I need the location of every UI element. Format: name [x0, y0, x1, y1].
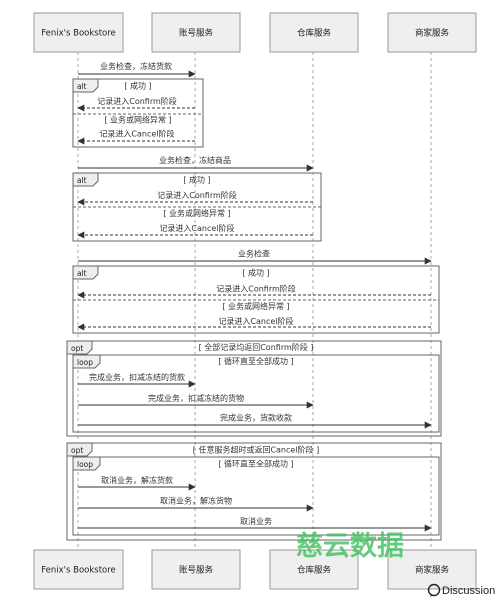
- opt-guard-cancel: [ 任意服务超时或返回Cancel阶段 ]: [193, 445, 319, 455]
- participant-label: 仓库服务: [297, 565, 332, 576]
- participant-label: 账号服务: [179, 565, 214, 576]
- participant-label: 仓库服务: [297, 28, 332, 39]
- message-account-confirm: 记录进入Confirm阶段: [77, 96, 195, 112]
- message-label: 记录进入Cancel阶段: [159, 223, 234, 233]
- message-cancel-goods: 取消业务，解冻货物: [78, 496, 314, 512]
- message-freeze-goods: 业务检查，冻结商品: [78, 155, 314, 172]
- loop-guard: [ 循环直至全部成功 ]: [218, 459, 293, 469]
- alt-frame-tag: alt: [77, 82, 87, 91]
- participant-top-account: 账号服务: [151, 12, 241, 53]
- message-label: 业务检查，冻结商品: [159, 155, 231, 165]
- message-warehouse-cancel: 记录进入Cancel阶段: [77, 223, 313, 239]
- loop-frame-tag: loop: [77, 358, 93, 367]
- message-label: 取消业务: [240, 516, 272, 526]
- participant-label: Fenix's Bookstore: [41, 566, 116, 576]
- alt-frame-warehouse: alt [ 成功 ] [ 业务或网络异常 ]: [72, 172, 322, 242]
- participant-top-merchant: 商家服务: [387, 12, 477, 53]
- message-label: 记录进入Confirm阶段: [157, 190, 237, 200]
- participant-bottom-warehouse: 仓库服务: [269, 549, 359, 590]
- participant-label: 商家服务: [415, 565, 450, 576]
- message-freeze-payment: 业务检查，冻结货款: [78, 61, 196, 78]
- loop-guard: [ 循环直至全部成功 ]: [218, 356, 293, 366]
- message-complete-merchant: 完成业务，货款收款: [78, 413, 432, 429]
- alt-guard-success: [ 成功 ]: [242, 268, 269, 278]
- alt-frame-tag: alt: [77, 176, 87, 185]
- loop-frame-cancel: loop [ 循环直至全部成功 ]: [72, 456, 440, 536]
- alt-guard-success: [ 成功 ]: [183, 175, 210, 185]
- participant-bottom-account: 账号服务: [151, 549, 241, 590]
- message-label: 记录进入Cancel阶段: [99, 129, 174, 139]
- discussion-icon: [427, 583, 441, 597]
- message-label: 取消业务，解冻货款: [101, 475, 173, 485]
- message-label: 记录进入Confirm阶段: [216, 284, 296, 294]
- opt-frame-cancel: opt [ 任意服务超时或返回Cancel阶段 ]: [66, 442, 442, 541]
- message-merchant-cancel: 记录进入Cancel阶段: [77, 316, 431, 331]
- message-label: 业务检查，冻结货款: [100, 61, 172, 71]
- participant-bottom-merchant: 商家服务: [387, 549, 477, 590]
- alt-frame-merchant: alt [ 成功 ] [ 业务或网络异常 ]: [72, 265, 440, 334]
- message-label: 记录进入Cancel阶段: [218, 316, 293, 326]
- alt-guard-exception: [ 业务或网络异常 ]: [222, 301, 289, 311]
- participant-bottom-bookstore: Fenix's Bookstore: [33, 549, 124, 590]
- participant-top-bookstore: Fenix's Bookstore: [33, 12, 124, 53]
- message-label: 业务检查: [238, 249, 270, 259]
- message-label: 完成业务，扣减冻结的货款: [89, 372, 185, 382]
- participant-label: 账号服务: [179, 28, 214, 39]
- opt-guard-confirm: [ 全部记录均返回Confirm阶段 ]: [199, 342, 314, 352]
- discussion-link[interactable]: Discussion: [427, 583, 496, 598]
- loop-frame-confirm: loop [ 循环直至全部成功 ]: [72, 354, 440, 433]
- discussion-label[interactable]: Discussion: [442, 585, 495, 597]
- opt-frame-confirm: opt [ 全部记录均返回Confirm阶段 ]: [66, 340, 442, 437]
- alt-frame-account: alt [ 成功 ] [ 业务或网络异常 ]: [72, 78, 204, 148]
- message-merchant-confirm: 记录进入Confirm阶段: [77, 284, 431, 299]
- participant-top-warehouse: 仓库服务: [269, 12, 359, 53]
- participant-label: Fenix's Bookstore: [41, 29, 116, 39]
- message-label: 记录进入Confirm阶段: [97, 96, 177, 106]
- alt-guard-exception: [ 业务或网络异常 ]: [104, 115, 171, 125]
- alt-frame-tag: alt: [77, 269, 87, 278]
- message-label: 完成业务，货款收款: [220, 413, 292, 423]
- message-complete-goods: 完成业务，扣减冻结的货物: [78, 393, 314, 409]
- message-cancel-payment: 取消业务，解冻货款: [78, 475, 196, 491]
- loop-frame-tag: loop: [77, 460, 93, 469]
- alt-guard-success: [ 成功 ]: [124, 81, 151, 91]
- message-warehouse-confirm: 记录进入Confirm阶段: [77, 190, 313, 206]
- message-merchant-check: 业务检查: [78, 249, 432, 265]
- alt-guard-exception: [ 业务或网络异常 ]: [163, 208, 230, 218]
- opt-frame-tag: opt: [71, 344, 83, 353]
- message-cancel-merchant: 取消业务: [78, 516, 432, 532]
- watermark-text: 慈云数据: [296, 530, 404, 562]
- message-account-cancel: 记录进入Cancel阶段: [77, 129, 195, 145]
- message-complete-payment: 完成业务，扣减冻结的货款: [78, 372, 196, 388]
- opt-frame-tag: opt: [71, 446, 83, 455]
- participant-label: 商家服务: [415, 28, 450, 39]
- message-label: 完成业务，扣减冻结的货物: [148, 393, 244, 403]
- message-label: 取消业务，解冻货物: [160, 496, 232, 506]
